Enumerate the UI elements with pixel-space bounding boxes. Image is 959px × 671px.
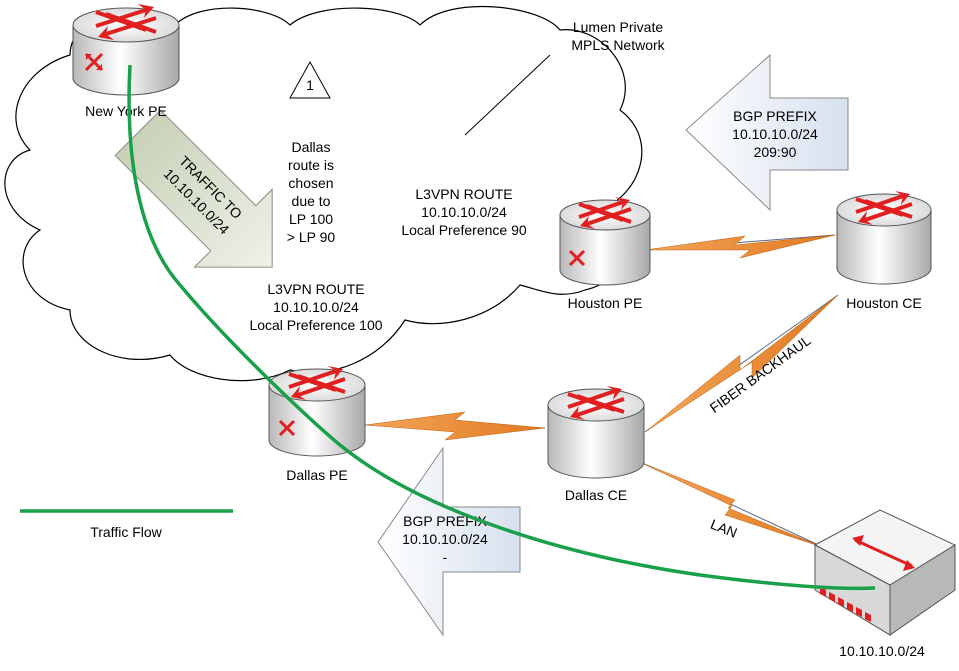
note-marker-icon: 1 xyxy=(289,60,331,99)
route-label-houston: L3VPN ROUTE 10.10.10.0/24 Local Preferen… xyxy=(401,186,527,238)
legend-label: Traffic Flow xyxy=(90,524,162,540)
link-bolt-houston xyxy=(644,234,836,259)
note-line-5: LP 100 xyxy=(289,211,333,227)
router-arrows-icon xyxy=(567,386,625,420)
link-label-lan: LAN xyxy=(708,516,739,541)
traffic-flow-path xyxy=(127,64,876,591)
note-line-6: > LP 90 xyxy=(287,229,336,245)
route-dallas-line3: Local Preference 100 xyxy=(249,317,382,333)
route-dallas-line2: 10.10.10.0/24 xyxy=(273,299,359,315)
cloud-label-pointer xyxy=(464,54,551,136)
router-side-icon xyxy=(568,249,586,267)
router-side-icon xyxy=(278,419,296,437)
router-houston-ce[interactable] xyxy=(836,191,932,285)
node-label-houston-ce: Houston CE xyxy=(846,295,921,311)
router-new-york-pe[interactable] xyxy=(72,4,180,96)
bgp-dallas-line1: BGP PREFIX xyxy=(403,513,487,529)
route-dallas-line1: L3VPN ROUTE xyxy=(267,281,364,297)
bgp-dallas-line2: 10.10.10.0/24 xyxy=(402,531,488,547)
bgp-houston-line3: 209:90 xyxy=(754,144,797,160)
node-label-ny-pe: New York PE xyxy=(85,103,167,119)
note-line-4: due to xyxy=(292,193,331,209)
traffic-arrow: TRAFFIC TO 10.10.10.0/24 xyxy=(114,109,273,268)
bgp-arrow-dallas: BGP PREFIX 10.10.10.0/24 - xyxy=(377,446,521,637)
note-line-1: Dallas xyxy=(292,139,331,155)
bgp-dallas-line3: - xyxy=(443,549,448,565)
router-arrows-icon xyxy=(95,4,157,40)
cloud-label-line1: Lumen Private xyxy=(573,19,663,35)
note-line-2: route is xyxy=(288,157,334,173)
route-label-dallas: L3VPN ROUTE 10.10.10.0/24 Local Preferen… xyxy=(249,281,382,333)
cloud-label-line2: MPLS Network xyxy=(571,37,665,53)
bgp-houston-line2: 10.10.10.0/24 xyxy=(732,126,818,142)
router-arrows-icon xyxy=(855,191,913,225)
note-marker-number: 1 xyxy=(306,77,314,93)
mpls-cloud xyxy=(4,5,643,382)
route-houston-line2: 10.10.10.0/24 xyxy=(421,204,507,220)
router-houston-pe[interactable] xyxy=(559,197,651,286)
link-bolt-dallas xyxy=(364,411,546,441)
node-label-dallas-ce: Dallas CE xyxy=(565,487,627,503)
switch-arrow-icon xyxy=(852,535,915,571)
switch-ports xyxy=(820,587,871,622)
router-arrows-icon xyxy=(578,197,632,229)
bgp-arrow-houston: BGP PREFIX 10.10.10.0/24 209:90 xyxy=(685,53,849,212)
router-side-icon xyxy=(84,52,104,72)
node-label-houston-pe: Houston PE xyxy=(568,295,643,311)
switch-customer[interactable] xyxy=(813,509,957,636)
bgp-houston-line1: BGP PREFIX xyxy=(733,108,817,124)
router-dallas-ce[interactable] xyxy=(547,386,645,479)
route-selection-note: Dallas route is chosen due to LP 100 > L… xyxy=(287,139,336,245)
route-houston-line3: Local Preference 90 xyxy=(401,222,527,238)
node-label-customer-switch: 10.10.10.0/24 xyxy=(839,643,925,659)
note-line-3: chosen xyxy=(288,175,333,191)
node-label-dallas-pe: Dallas PE xyxy=(286,467,347,483)
link-bolt-fiber xyxy=(644,294,839,433)
router-dallas-pe[interactable] xyxy=(268,366,366,457)
router-arrows-icon xyxy=(288,366,346,400)
route-houston-line1: L3VPN ROUTE xyxy=(415,186,512,202)
